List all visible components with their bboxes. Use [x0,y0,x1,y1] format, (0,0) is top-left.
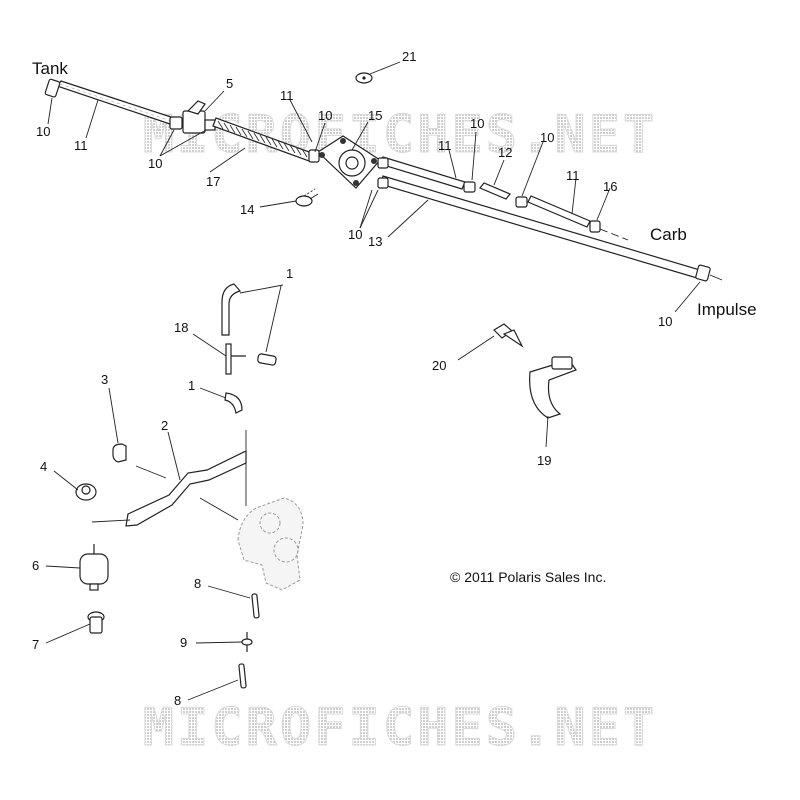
callout-20: 20 [432,358,446,373]
carburetor [237,497,304,591]
callout-10: 10 [36,124,50,139]
hose-clamp [529,356,577,419]
bracket [125,430,247,527]
callout-11: 11 [566,168,580,183]
label-tank: Tank [32,59,68,78]
callout-10: 10 [658,314,672,329]
callout-6: 6 [32,558,39,573]
watermark-top: MICROFICHES.NET [143,105,658,165]
rubber-mount [79,544,109,591]
callout-8: 8 [194,576,201,591]
callout-1: 1 [286,266,293,281]
callout-10: 10 [540,130,554,145]
callout-11: 11 [438,138,452,153]
callout-8: 8 [174,693,181,708]
shutoff-valve [169,100,216,134]
callout-5: 5 [226,76,233,91]
callout-13: 13 [368,234,382,249]
callout-14: 14 [240,202,254,217]
callout-3: 3 [101,372,108,387]
nut [75,483,97,501]
callout-10: 10 [470,116,484,131]
flange-nut [87,611,105,634]
fuel-pump [308,135,381,189]
push-fastener [295,188,319,207]
callout-15: 15 [368,108,382,123]
pin-lower [238,663,247,689]
callout-4: 4 [40,459,47,474]
callout-16: 16 [603,179,617,194]
impulse-line [377,175,723,282]
callout-21: 21 [402,49,416,64]
carb-fuel-line [377,156,629,241]
tank-fuel-line [44,78,175,125]
fitting [241,632,253,652]
leader-lines [45,61,701,701]
pin-upper [251,593,260,619]
callout-17: 17 [206,174,220,189]
screw [493,323,524,348]
label-carb: Carb [650,225,687,244]
callout-19: 19 [537,453,551,468]
label-impulse: Impulse [697,300,757,319]
callout-7: 7 [32,637,39,652]
callout-11: 11 [74,138,88,153]
callout-12: 12 [498,145,512,160]
callout-2: 2 [161,418,168,433]
callout-10: 10 [318,108,332,123]
watermark-bottom: MICROFICHES.NET [143,698,658,758]
callout-11: 11 [280,88,294,103]
grommet [112,443,127,463]
callout-10: 10 [148,156,162,171]
vent-hoses [221,283,277,414]
callout-10: 10 [348,227,362,242]
callout-1: 1 [188,378,195,393]
copyright-notice: © 2011 Polaris Sales Inc. [450,569,606,585]
callout-18: 18 [174,320,188,335]
callout-9: 9 [180,635,187,650]
